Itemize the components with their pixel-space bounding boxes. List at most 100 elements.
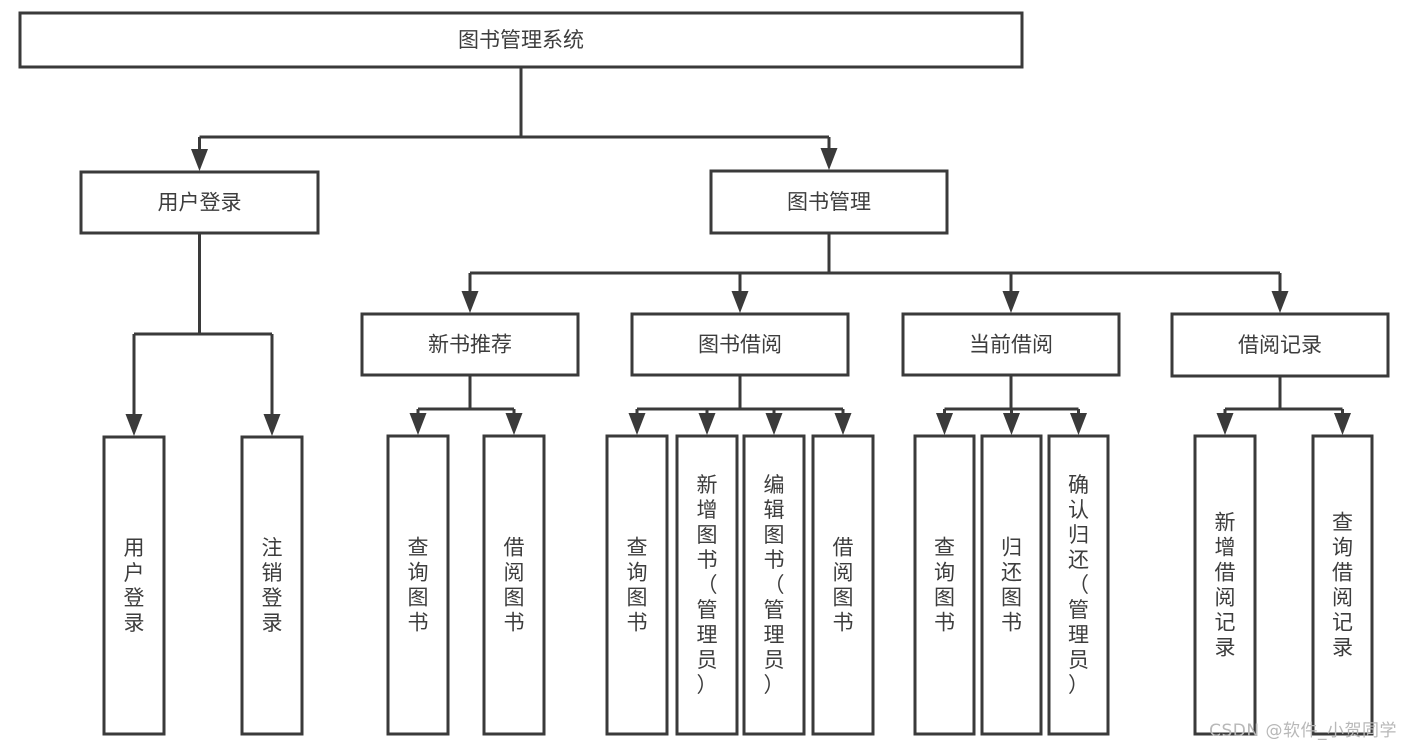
node-box-book-manage [709, 169, 949, 235]
svg-text:阅: 阅 [504, 561, 525, 585]
svg-text:用: 用 [124, 536, 145, 560]
svg-text:记: 记 [1215, 611, 1236, 635]
node-label-user-login-do: 用户登录 [124, 536, 145, 635]
svg-text:询: 询 [408, 561, 429, 585]
connector-new-book-recommend-to-children [409, 375, 523, 435]
svg-text:（: （ [1068, 573, 1089, 597]
svg-text:查: 查 [408, 536, 429, 560]
svg-text:书: 书 [504, 611, 525, 635]
svg-text:录: 录 [1332, 636, 1353, 660]
svg-text:管: 管 [764, 598, 785, 622]
node-label-user-login: 用户登录 [158, 191, 242, 215]
svg-text:新: 新 [1215, 511, 1236, 535]
node-box-query-book-2 [605, 434, 669, 736]
svg-text:书: 书 [697, 548, 718, 572]
node-box-user-logout [240, 435, 304, 736]
connector-current-borrow-to-children [936, 375, 1087, 435]
svg-text:管: 管 [1068, 598, 1089, 622]
node-book-borrow[interactable]: 图书借阅 [630, 312, 850, 377]
svg-text:归: 归 [1001, 536, 1022, 560]
svg-text:（: （ [697, 573, 718, 597]
svg-text:图: 图 [627, 586, 648, 610]
svg-text:归: 归 [1068, 523, 1089, 547]
svg-text:图: 图 [1001, 586, 1022, 610]
node-box-user-login-do [102, 435, 166, 736]
connector-book-borrow-to-children [628, 375, 852, 435]
svg-text:书: 书 [833, 611, 854, 635]
svg-text:书: 书 [934, 611, 955, 635]
svg-text:还: 还 [1001, 561, 1022, 585]
svg-text:员: 员 [697, 648, 718, 672]
svg-text:（: （ [764, 573, 785, 597]
node-box-borrow-record [1170, 312, 1390, 378]
svg-text:询: 询 [934, 561, 955, 585]
node-label-book-manage: 图书管理 [787, 190, 871, 214]
svg-text:录: 录 [124, 611, 145, 635]
svg-text:员: 员 [1068, 648, 1089, 672]
svg-text:图: 图 [833, 586, 854, 610]
connector-borrow-record-to-children [1216, 376, 1351, 435]
svg-text:辑: 辑 [764, 498, 785, 522]
svg-text:）: ） [764, 673, 785, 697]
svg-text:）: ） [697, 673, 718, 697]
svg-text:注: 注 [262, 536, 283, 560]
svg-text:图: 图 [697, 523, 718, 547]
node-current-borrow[interactable]: 当前借阅 [901, 312, 1121, 377]
node-box-edit-book [742, 434, 806, 736]
svg-text:查: 查 [934, 536, 955, 560]
node-box-book-borrow [630, 312, 850, 377]
svg-text:阅: 阅 [1332, 586, 1353, 610]
svg-text:查: 查 [627, 536, 648, 560]
svg-text:理: 理 [697, 623, 718, 647]
node-label-new-book-recommend: 新书推荐 [428, 333, 512, 357]
svg-text:图: 图 [764, 523, 785, 547]
svg-text:询: 询 [627, 561, 648, 585]
node-book-manage[interactable]: 图书管理 [709, 169, 949, 235]
node-box-borrow-book-2 [811, 434, 875, 736]
svg-text:还: 还 [1068, 548, 1089, 572]
node-root[interactable]: 图书管理系统 [18, 11, 1024, 69]
connector-root-to-level2 [191, 67, 838, 171]
svg-text:增: 增 [697, 498, 718, 522]
node-box-new-book-recommend [360, 312, 580, 377]
svg-text:理: 理 [764, 623, 785, 647]
svg-text:）: ） [1068, 673, 1089, 697]
svg-text:图: 图 [408, 586, 429, 610]
node-box-return-book [980, 434, 1043, 736]
svg-text:查: 查 [1332, 511, 1353, 535]
node-label-current-borrow: 当前借阅 [969, 333, 1053, 357]
node-box-query-book-1 [386, 434, 450, 736]
node-box-current-borrow [901, 312, 1121, 377]
svg-text:阅: 阅 [833, 561, 854, 585]
nodes-layer: 图书管理系统用户登录用户登录注销登录图书管理新书推荐查询图书借阅图书图书借阅查询… [18, 11, 1390, 736]
svg-text:销: 销 [262, 561, 283, 585]
node-new-book-recommend[interactable]: 新书推荐 [360, 312, 580, 377]
edges-layer [125, 67, 1351, 436]
node-label-book-borrow: 图书借阅 [698, 333, 782, 357]
node-box-add-borrow-record [1193, 434, 1257, 736]
node-user-login[interactable]: 用户登录 [79, 170, 320, 235]
node-borrow-record[interactable]: 借阅记录 [1170, 312, 1390, 378]
svg-text:户: 户 [124, 561, 145, 585]
node-user-login-do[interactable]: 用户登录 [102, 435, 166, 736]
